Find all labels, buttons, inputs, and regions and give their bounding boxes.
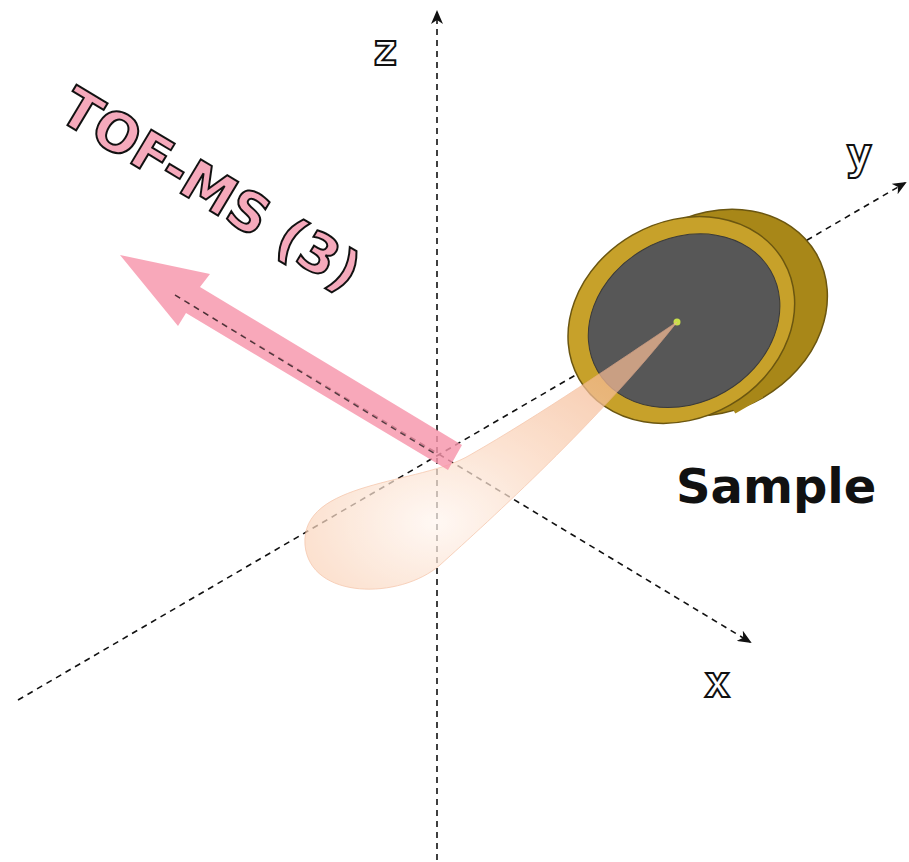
- sample-label: Sample: [676, 462, 876, 510]
- axis-label: x: [704, 660, 731, 704]
- axis-label: y: [846, 132, 873, 176]
- instrument-label: TOF-MS (3): [51, 80, 369, 301]
- axis-label: z: [372, 28, 399, 72]
- ablation-plume: [305, 322, 677, 589]
- tof-arrow: [120, 255, 462, 470]
